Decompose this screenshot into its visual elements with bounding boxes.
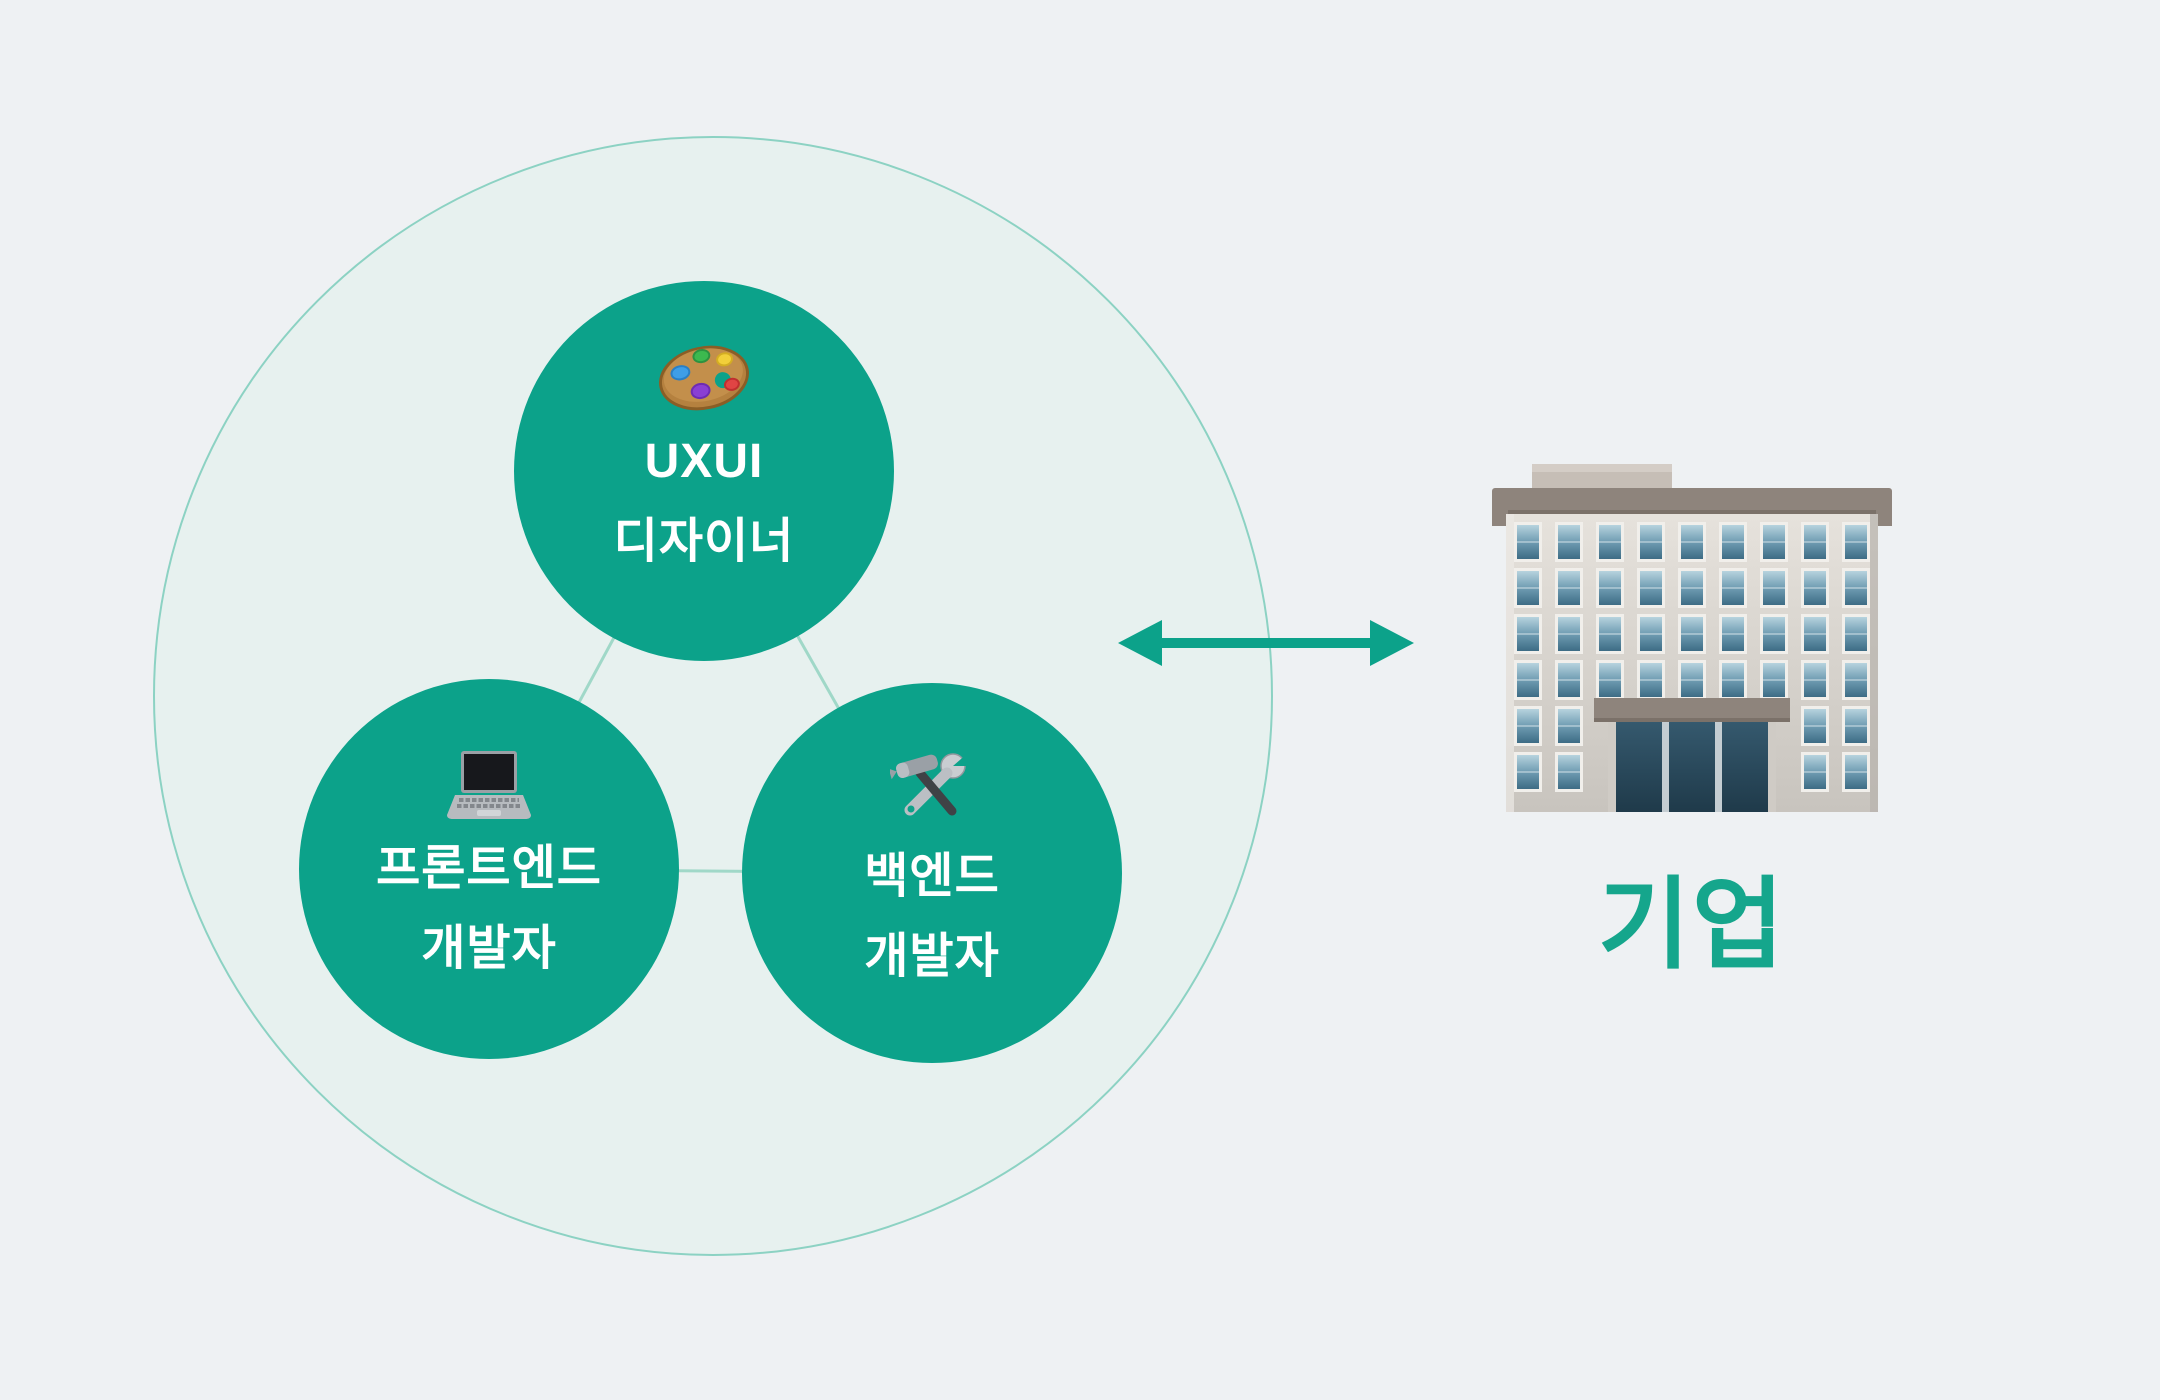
member-label-line1: 프론트엔드 <box>376 842 602 895</box>
palette-icon <box>658 345 749 411</box>
member-content: 프론트엔드 개발자 <box>376 749 602 989</box>
company-label: 기업 <box>1598 869 1786 981</box>
member-circle-backend-developer: 백엔드 개발자 <box>742 683 1122 1063</box>
member-circle-uxui-designer: UXUI 디자이너 <box>514 281 894 661</box>
hammer-wrench-icon <box>889 752 973 816</box>
member-label-line2: 개발자 <box>864 930 1000 983</box>
member-circle-frontend-developer: 프론트엔드 개발자 <box>299 679 679 1059</box>
member-label-line1: 백엔드 <box>864 850 1000 903</box>
bidirectional-arrow-icon <box>1118 620 1414 666</box>
office-building-icon <box>1492 464 1892 812</box>
member-label-line2: 디자이너 <box>613 515 795 568</box>
member-content: UXUI 디자이너 <box>614 338 795 582</box>
laptop-icon <box>447 751 531 819</box>
member-label-line2: 개발자 <box>421 922 557 975</box>
member-label-line1: UXUI <box>644 435 764 488</box>
member-content: 백엔드 개발자 <box>864 749 999 997</box>
